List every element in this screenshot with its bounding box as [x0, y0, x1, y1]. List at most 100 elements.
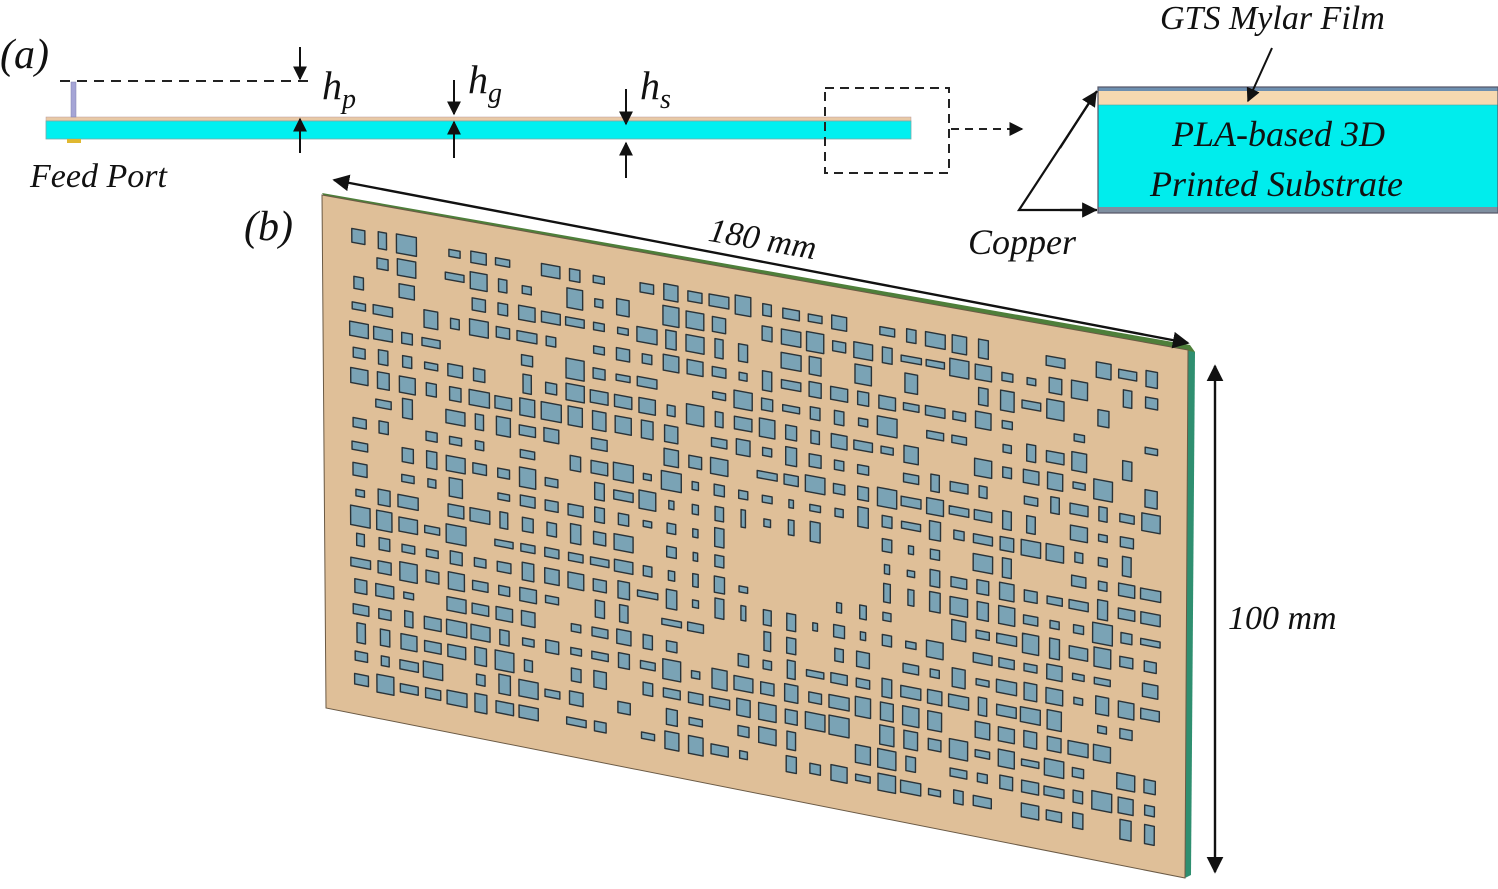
slot-aperture	[948, 737, 969, 762]
slot-aperture	[519, 397, 536, 419]
slot-aperture	[1046, 663, 1063, 683]
slot-aperture	[471, 602, 490, 618]
slot-aperture	[1144, 488, 1158, 510]
slot-aperture	[924, 330, 946, 351]
hs-symbol: h	[640, 63, 660, 108]
slot-aperture	[949, 357, 970, 380]
slot-aperture	[1020, 538, 1042, 560]
slot-aperture	[1119, 512, 1135, 525]
slot-aperture	[495, 325, 511, 341]
slot-aperture	[545, 638, 560, 656]
slot-aperture	[786, 612, 797, 633]
slot-aperture	[1071, 672, 1085, 683]
slot-aperture	[617, 651, 631, 671]
slot-aperture	[423, 615, 442, 633]
slot-aperture	[900, 354, 923, 366]
slot-aperture	[520, 353, 534, 368]
slot-aperture	[782, 307, 801, 322]
slot-aperture	[615, 373, 631, 384]
slot-aperture	[471, 579, 489, 594]
slot-aperture	[1121, 555, 1132, 579]
slot-aperture	[1046, 708, 1063, 733]
slot-aperture	[881, 633, 893, 648]
slot-aperture	[714, 337, 724, 360]
slot-aperture	[951, 334, 968, 356]
slot-aperture	[882, 582, 892, 604]
slot-aperture	[589, 556, 610, 569]
slot-aperture	[660, 469, 682, 494]
slot-aperture	[1098, 505, 1108, 523]
slot-aperture	[375, 509, 393, 533]
slot-aperture	[590, 459, 609, 477]
gts-mylar-film-label: GTS Mylar Film	[1160, 0, 1385, 37]
slot-aperture	[472, 462, 488, 477]
slot-aperture	[972, 533, 994, 547]
slot-aperture	[902, 662, 920, 676]
slot-aperture	[783, 473, 799, 488]
slot-aperture	[902, 401, 920, 414]
slot-aperture	[977, 338, 990, 361]
slot-aperture	[1070, 379, 1089, 402]
slot-aperture	[995, 678, 1018, 697]
slot-aperture	[995, 632, 1018, 648]
slot-aperture	[445, 618, 468, 639]
slot-aperture	[1141, 512, 1161, 535]
slot-aperture	[740, 604, 747, 622]
slot-aperture	[809, 503, 822, 514]
slot-aperture	[834, 647, 845, 664]
slot-aperture	[568, 690, 584, 708]
slot-aperture	[907, 544, 915, 556]
slot-aperture	[1093, 676, 1111, 688]
slot-aperture	[734, 294, 752, 318]
slot-aperture	[757, 701, 777, 724]
slot-aperture	[615, 297, 630, 318]
slot-aperture	[857, 505, 870, 529]
slot-aperture	[352, 602, 370, 618]
slot-aperture	[854, 743, 872, 766]
slot-aperture	[544, 476, 559, 489]
slot-aperture	[401, 473, 415, 485]
slot-aperture	[854, 773, 871, 784]
slot-aperture	[495, 699, 515, 717]
slot-aperture	[835, 601, 843, 614]
slot-aperture	[685, 402, 705, 428]
slot-aperture	[714, 505, 725, 523]
slot-aperture	[640, 419, 654, 441]
slot-aperture	[639, 659, 656, 672]
slot-aperture	[1001, 556, 1013, 580]
height-dimension-label: 100 mm	[1228, 600, 1337, 637]
copper-label: Copper	[968, 222, 1076, 262]
slot-aperture	[804, 710, 826, 733]
slot-aperture	[900, 495, 922, 510]
slot-aperture	[925, 639, 944, 661]
slot-aperture	[1117, 607, 1136, 623]
slot-aperture	[881, 514, 893, 530]
slot-aperture	[687, 691, 704, 706]
slot-aperture	[351, 301, 367, 312]
slot-aperture	[400, 331, 414, 346]
slot-aperture	[856, 390, 870, 408]
slot-aperture	[355, 532, 366, 548]
slot-aperture	[565, 716, 587, 729]
slot-aperture	[1117, 700, 1135, 721]
feed-port-label: Feed Port	[30, 158, 167, 195]
slot-aperture	[761, 446, 773, 458]
slot-aperture	[1119, 535, 1135, 550]
slot-aperture	[1021, 632, 1040, 657]
slot-aperture	[642, 564, 653, 578]
slot-aperture	[925, 496, 945, 518]
slot-aperture	[740, 508, 747, 529]
slot-aperture	[352, 346, 366, 360]
mylar-film-layer	[1098, 91, 1498, 105]
slot-aperture	[663, 447, 680, 469]
slot-aperture	[786, 730, 797, 752]
slot-aperture	[495, 605, 514, 624]
slot-aperture	[880, 445, 894, 456]
slot-aperture	[949, 595, 969, 618]
slot-aperture	[692, 527, 699, 539]
slot-aperture	[807, 313, 823, 325]
slot-aperture	[906, 569, 916, 579]
slot-aperture	[353, 672, 370, 688]
slot-aperture	[952, 410, 967, 423]
panel-b-label: (b)	[244, 204, 293, 250]
